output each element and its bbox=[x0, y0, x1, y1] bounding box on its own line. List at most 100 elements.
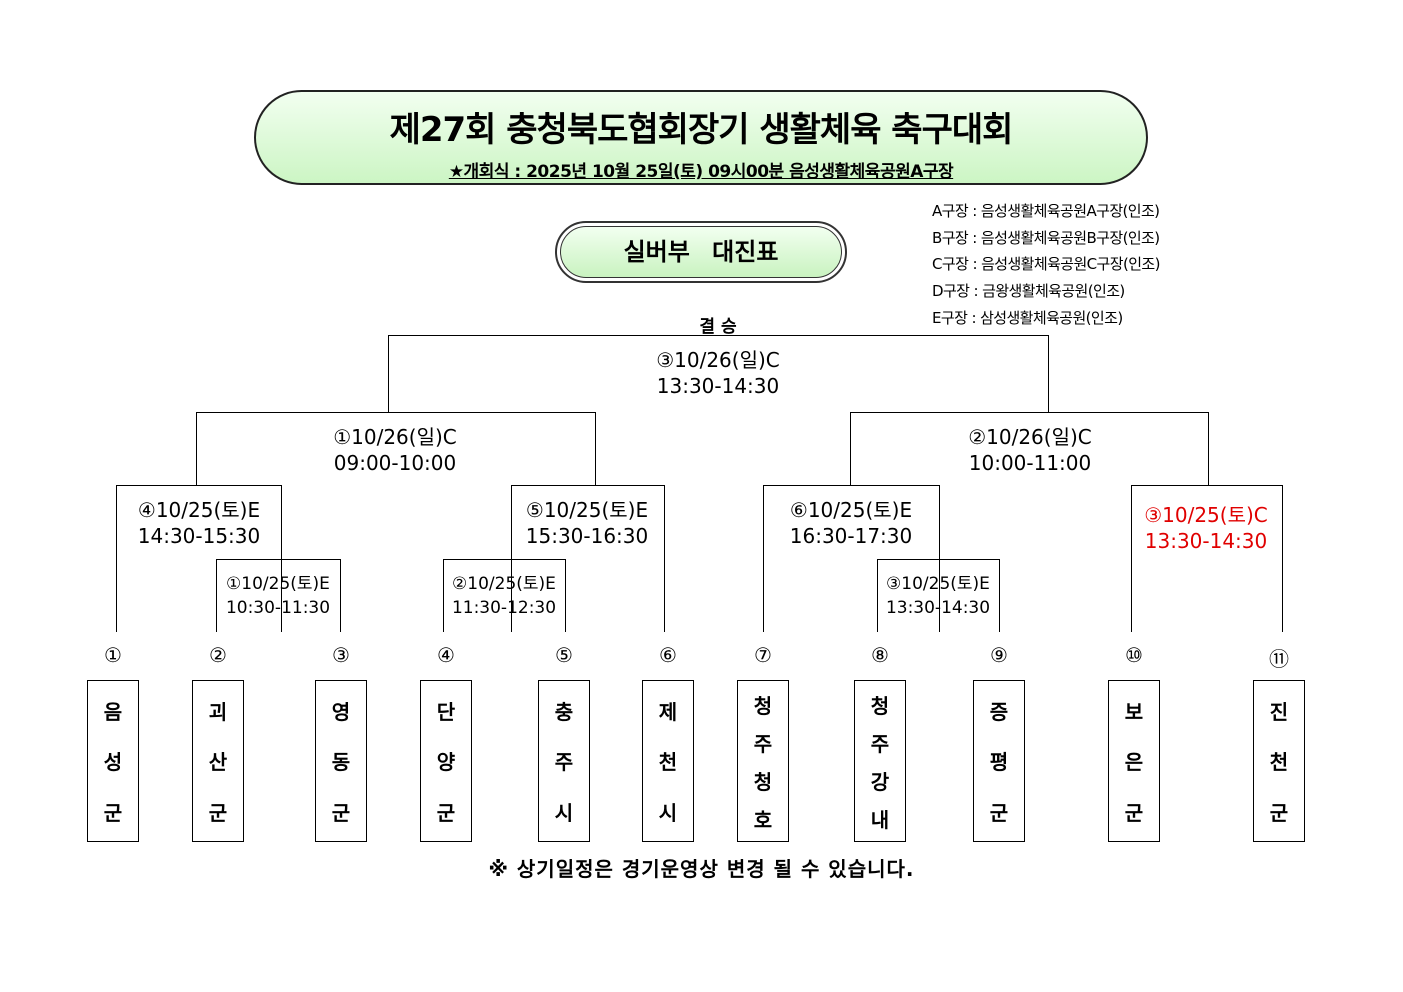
team-name-char: 음 bbox=[103, 699, 123, 724]
team-number: ⑨ bbox=[990, 643, 1008, 667]
venue-a: A구장 : 음성생활체육공원A구장(인조) bbox=[932, 202, 1160, 220]
team-number: ① bbox=[104, 643, 122, 667]
bracket-r1 bbox=[216, 559, 341, 632]
venue-c: C구장 : 음성생활체육공원C구장(인조) bbox=[932, 255, 1160, 274]
match-date: ②10/25(토)E bbox=[452, 574, 556, 594]
match-time: 14:30-15:30 bbox=[137, 524, 261, 548]
match-date: ③10/25(토)E bbox=[886, 574, 990, 594]
venue-d: D구장 : 금왕생활체육공원(인조) bbox=[932, 282, 1125, 301]
team-name-char: 주 bbox=[870, 731, 890, 756]
team-name-char: 청 bbox=[753, 693, 773, 718]
match-r2: ②10/25(토)E 11:30-12:30 bbox=[404, 572, 604, 620]
match-time: 10:30-11:30 bbox=[225, 598, 331, 618]
team-name-char: 호 bbox=[753, 807, 773, 832]
team-name-char: 군 bbox=[989, 801, 1009, 826]
team-number: ② bbox=[209, 643, 227, 667]
venue-legend: A구장 : 음성생활체육공원A구장(인조) B구장 : 음성생활체육공원B구장(… bbox=[932, 198, 1160, 332]
team-name-char: 시 bbox=[554, 801, 574, 826]
team-name-char: 강 bbox=[870, 769, 890, 794]
division-banner: 실버부 대진표 bbox=[555, 221, 847, 283]
match-time: 09:00-10:00 bbox=[333, 451, 457, 475]
team-name-char: 평 bbox=[989, 750, 1009, 775]
team-number: ⑥ bbox=[659, 643, 677, 667]
team-name-char: 산 bbox=[208, 750, 228, 775]
bracket-semi-left bbox=[196, 412, 596, 485]
team-name-char: 군 bbox=[208, 801, 228, 826]
team-name-char: 주 bbox=[753, 731, 773, 756]
team-name-char: 주 bbox=[554, 750, 574, 775]
match-date: ④10/25(토)E bbox=[137, 498, 261, 522]
match-time: 13:30-14:30 bbox=[885, 598, 991, 618]
match-time: 10:00-11:00 bbox=[968, 451, 1092, 475]
team-name-char: 제 bbox=[658, 699, 678, 724]
match-time: 11:30-12:30 bbox=[451, 598, 557, 618]
team-name-char: 군 bbox=[436, 801, 456, 826]
division-title: 실버부 대진표 bbox=[560, 226, 842, 278]
venue-e: E구장 : 삼성생활체육공원(인조) bbox=[932, 308, 1123, 327]
venue-b: B구장 : 음성생활체육공원B구장(인조) bbox=[932, 228, 1160, 247]
team-name-char: 괴 bbox=[208, 699, 228, 724]
bracket-qf4 bbox=[116, 485, 282, 632]
team-name-char: 성 bbox=[103, 750, 123, 775]
team-name-char: 충 bbox=[554, 699, 574, 724]
team-name-char: 천 bbox=[658, 750, 678, 775]
match-date: ②10/26(일)C bbox=[968, 425, 1092, 449]
match-time: 13:30-14:30 bbox=[656, 374, 780, 398]
team-name-char: 양 bbox=[436, 750, 456, 775]
match-date: ③10/26(일)C bbox=[656, 348, 780, 372]
match-time: 13:30-14:30 bbox=[1144, 529, 1268, 553]
team-name-char: 천 bbox=[1269, 750, 1289, 775]
team-name-char: 청 bbox=[870, 693, 890, 718]
match-date: ③10/25(토)C bbox=[1144, 503, 1268, 527]
team-number: ⑤ bbox=[555, 643, 573, 667]
page-title: 제27회 충청북도협회장기 생활체육 축구대회 bbox=[389, 110, 1014, 150]
match-r3: ③10/25(토)E 13:30-14:30 bbox=[838, 572, 1038, 620]
team-name-char: 시 bbox=[658, 801, 678, 826]
match-time: 16:30-17:30 bbox=[789, 524, 913, 548]
opening-ceremony: ★개회식 : 2025년 10월 25일(토) 09시00분 음성생활체육공원A… bbox=[448, 162, 954, 182]
schedule-note: ※ 상기일정은 경기운영상 변경 될 수 있습니다. bbox=[488, 857, 915, 881]
team-name-char: 군 bbox=[103, 801, 123, 826]
match-r1: ①10/25(토)E 10:30-11:30 bbox=[178, 572, 378, 620]
team-name-char: 단 bbox=[436, 699, 456, 724]
team-name-char: 진 bbox=[1269, 699, 1289, 724]
bracket-final bbox=[388, 335, 1049, 412]
match-date: ①10/25(토)E bbox=[226, 574, 330, 594]
bracket-r2 bbox=[443, 559, 566, 632]
bracket-qf6 bbox=[763, 485, 940, 632]
team-name-char: 영 bbox=[331, 699, 351, 724]
final-label: 결 승 bbox=[699, 317, 737, 337]
team-name-char: 청 bbox=[753, 769, 773, 794]
match-date: ⑤10/25(토)E bbox=[525, 498, 649, 522]
bracket-qf5 bbox=[511, 485, 665, 632]
team-name-char: 보 bbox=[1124, 699, 1144, 724]
team-name-char: 내 bbox=[870, 807, 890, 832]
team-number: ③ bbox=[332, 643, 350, 667]
match-time: 15:30-16:30 bbox=[525, 524, 649, 548]
team-name-char: 군 bbox=[1269, 801, 1289, 826]
bracket-r3 bbox=[877, 559, 1000, 632]
team-number: ④ bbox=[437, 643, 455, 667]
team-name-char: 군 bbox=[331, 801, 351, 826]
bracket-semi-right bbox=[850, 412, 1209, 485]
team-number: ⑧ bbox=[871, 643, 889, 667]
team-number: ⑦ bbox=[754, 643, 772, 667]
title-banner: 제27회 충청북도협회장기 생활체육 축구대회 ★개회식 : 2025년 10월… bbox=[254, 90, 1148, 185]
team-number: ⑩ bbox=[1125, 643, 1143, 667]
